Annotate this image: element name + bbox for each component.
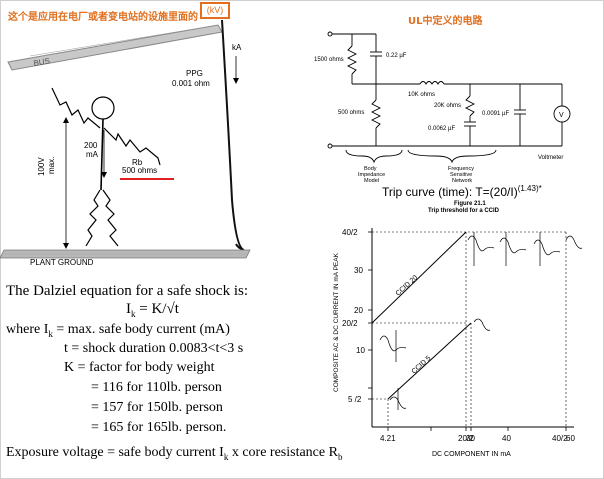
formula-lhs: I bbox=[126, 301, 131, 317]
where-prefix: where I bbox=[6, 322, 49, 337]
trip-curve-exp: (1.43)* bbox=[517, 184, 542, 193]
xtick-3: 40 bbox=[502, 434, 511, 443]
xtick-0: 4.21 bbox=[380, 434, 396, 443]
current-value: 200 bbox=[84, 141, 98, 150]
bus-label: BUS bbox=[33, 56, 51, 68]
xtick-1: 20/2 bbox=[458, 434, 474, 443]
figure-number: Figure 21.1 bbox=[454, 201, 486, 207]
circuit-meter-label: Voltmeter bbox=[538, 155, 563, 161]
voltage-arrow-bottom bbox=[63, 243, 69, 249]
figure-title: Trip threshold for a CCID bbox=[428, 208, 500, 214]
trip-curve-title: Trip curve (time): T=(20/I)(1.43)* bbox=[382, 184, 542, 199]
circuit-r1: 1500 ohms bbox=[314, 57, 344, 63]
formula-rhs: = K/√t bbox=[135, 301, 179, 317]
k-value-2: = 157 for 150lb. person bbox=[91, 400, 223, 415]
ytick-3: 20 bbox=[354, 306, 363, 315]
exposure-sub2: b bbox=[337, 451, 343, 462]
freq-label-1: Sensitive bbox=[450, 172, 472, 178]
freq-label-2: Network bbox=[452, 178, 472, 184]
person-figure bbox=[51, 87, 161, 247]
dalziel-formula: Ik = K/√t bbox=[126, 301, 179, 319]
k-value-1: = 116 for 110lb. person bbox=[91, 380, 222, 395]
ytick-1: 30 bbox=[354, 266, 363, 275]
ppg-label: PPG bbox=[186, 69, 203, 78]
circuit-c3: 0.0091 µF bbox=[482, 111, 509, 117]
ppg-value: 0.001 ohm bbox=[172, 79, 210, 88]
chart-xlabel: DC COMPONENT IN mA bbox=[432, 451, 511, 458]
ccid5-line bbox=[387, 322, 472, 400]
freq-label-0: Frequency bbox=[448, 166, 474, 172]
circuit-r2: 20K ohms bbox=[434, 103, 461, 109]
circuit-c2: 0.0062 µF bbox=[428, 126, 455, 132]
circuit-r3: 500 ohms bbox=[338, 110, 364, 116]
k-value-3: = 165 for 165lb. person. bbox=[91, 420, 227, 435]
exposure-sub1: k bbox=[223, 451, 229, 462]
ul-circuit bbox=[327, 31, 571, 164]
ytick-0: 40/2 bbox=[342, 228, 358, 237]
exposure-a: Exposure voltage = safe body current I bbox=[6, 445, 224, 460]
where-line: where Ik = max. safe body current (mA) bbox=[6, 322, 230, 339]
current-unit: mA bbox=[86, 150, 99, 159]
body-label-0: Body bbox=[364, 166, 377, 172]
ccid5-label: CCID 5 bbox=[411, 355, 433, 376]
xtick-4: 40/2 bbox=[552, 434, 568, 443]
rb-label: Rb bbox=[132, 158, 143, 167]
xtick-2: 30 bbox=[466, 434, 475, 443]
exposure-line: Exposure voltage = safe body current Ik … bbox=[6, 445, 342, 462]
ytick-4: 10 bbox=[356, 346, 365, 355]
ytick-2: 20/2 bbox=[342, 319, 358, 328]
ka-label: kA bbox=[232, 43, 242, 52]
kv-box: (kV) bbox=[200, 2, 230, 19]
ccid20-label: CCID 20 bbox=[395, 274, 420, 297]
circuit-c1: 0.22 µF bbox=[386, 53, 407, 59]
voltage-value: 100V bbox=[37, 157, 46, 176]
voltage-unit: max. bbox=[47, 157, 56, 174]
t-definition: t = shock duration 0.0083<t<3 s bbox=[64, 341, 244, 356]
chart-ylabel: COMPOSITE AC & DC CURRENT IN mA PEAK bbox=[333, 252, 340, 392]
rb-value: 500 ohms bbox=[122, 166, 157, 175]
where-sub: k bbox=[48, 328, 53, 339]
ka-arrowhead bbox=[233, 78, 239, 84]
cn-annotation: 这个是应用在电厂或者变电站的设施里面的 bbox=[8, 12, 198, 23]
body-label-2: Model bbox=[364, 178, 379, 184]
ccid20-line bbox=[371, 231, 467, 324]
ground-plane bbox=[0, 249, 251, 259]
ytick-5: 5 /2 bbox=[348, 395, 362, 404]
where-text: = max. safe body current (mA) bbox=[52, 322, 230, 337]
ground-label: PLANT GROUND bbox=[30, 258, 94, 267]
exposure-b: x core resistance R bbox=[228, 445, 338, 460]
voltage-arrow-top bbox=[63, 117, 69, 123]
dalziel-title: The Dalziel equation for a safe shock is… bbox=[6, 283, 248, 299]
trip-curve-text: Trip curve (time): T=(20/I) bbox=[382, 185, 518, 199]
circuit-meter: V bbox=[559, 112, 564, 119]
body-label-1: Impedance bbox=[358, 172, 385, 178]
ppg-wire bbox=[221, 19, 245, 251]
trip-chart bbox=[368, 228, 583, 431]
ul-title: UL中定义的电路 bbox=[408, 16, 483, 27]
k-definition: K = factor for body weight bbox=[64, 360, 215, 375]
current-arrowhead bbox=[101, 172, 107, 178]
circuit-l1: 10K ohms bbox=[408, 92, 435, 98]
xtick-5: 60 bbox=[566, 434, 575, 443]
formula-sub: k bbox=[131, 309, 136, 319]
